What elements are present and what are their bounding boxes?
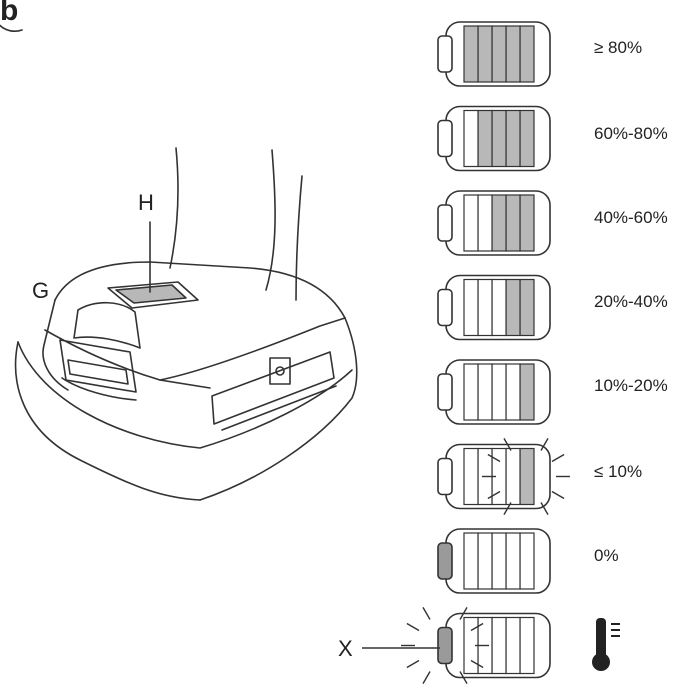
battery-segment xyxy=(463,25,479,83)
battery-indicator-2 xyxy=(437,190,551,256)
battery-indicator-3 xyxy=(437,274,551,341)
level-label-2: 40%-60% xyxy=(594,208,668,227)
level-label-3: 20%-40% xyxy=(594,292,668,311)
level-label-1: 60%-80% xyxy=(594,124,668,143)
battery-segment xyxy=(463,194,479,252)
blink-ray xyxy=(540,502,549,515)
battery-indicator-5 xyxy=(437,438,570,515)
battery-segment xyxy=(463,532,479,590)
level-label-6: 0% xyxy=(594,546,619,565)
badge-circle xyxy=(0,24,23,33)
callout-g: G xyxy=(32,278,50,303)
level-label-4: 10%-20% xyxy=(594,376,668,395)
blink-ray xyxy=(459,607,468,620)
battery-indicator-0 xyxy=(437,21,551,87)
callout-x: X xyxy=(338,636,353,661)
blink-ray xyxy=(422,671,431,684)
battery-adapter-illustration xyxy=(0,24,358,501)
blink-ray xyxy=(503,438,512,451)
level-label-0: ≥ 80% xyxy=(594,38,643,57)
blink-ray xyxy=(422,607,431,620)
blink-ray xyxy=(406,659,420,669)
blink-ray xyxy=(503,502,512,515)
blink-ray xyxy=(406,622,420,632)
callout-h: H xyxy=(138,190,154,215)
blink-ray xyxy=(470,622,484,632)
blink-ray xyxy=(470,659,484,669)
blink-ray xyxy=(459,671,468,684)
figure-badge: b xyxy=(0,0,19,27)
battery-indicator-1 xyxy=(437,105,551,172)
battery-segment xyxy=(463,447,479,506)
battery-indicator-7 xyxy=(401,607,551,684)
level-label-5: ≤ 10% xyxy=(594,462,643,481)
blink-ray xyxy=(487,453,501,463)
battery-segment xyxy=(463,278,479,337)
battery-segment xyxy=(463,363,479,421)
blink-ray xyxy=(540,438,549,451)
blink-ray xyxy=(551,453,565,463)
blink-ray xyxy=(487,490,501,500)
blink-ray xyxy=(551,490,565,500)
battery-segment xyxy=(463,109,479,168)
battery-indicator-6 xyxy=(437,528,551,594)
battery-indicator-4 xyxy=(437,359,551,425)
